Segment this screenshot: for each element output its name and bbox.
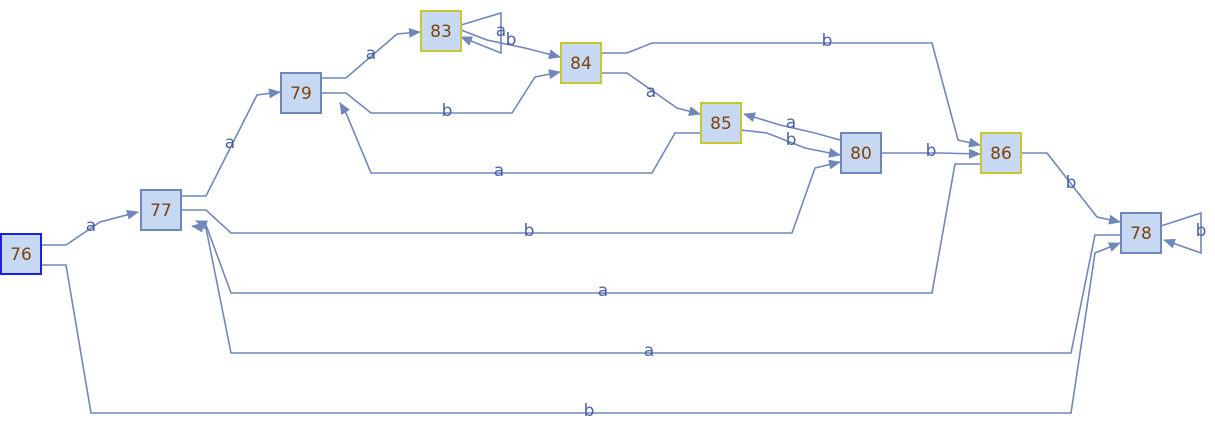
state-label-80: 80 <box>850 144 872 164</box>
edge-label-77-to-80: b <box>524 221 535 241</box>
edge-76-to-78 <box>41 242 1121 414</box>
state-box-79 <box>280 72 322 114</box>
state-node-86: 86 <box>980 132 1022 174</box>
state-box-76 <box>0 233 42 275</box>
state-label-79: 79 <box>290 84 312 104</box>
state-box-84 <box>560 42 602 84</box>
edge-label-83-to-83: a <box>496 21 506 41</box>
state-box-86 <box>980 132 1022 174</box>
edge-85-to-80 <box>740 129 841 158</box>
edge-77-to-79 <box>181 88 281 197</box>
state-node-85: 85 <box>700 102 742 144</box>
state-node-84: 84 <box>560 42 602 84</box>
state-node-77: 77 <box>140 189 182 231</box>
edge-78-to-78 <box>1160 211 1202 255</box>
state-label-77: 77 <box>150 201 172 221</box>
edge-label-86-to-78: b <box>1066 173 1077 193</box>
edge-86-to-78 <box>1021 152 1121 225</box>
state-label-76: 76 <box>10 245 32 265</box>
edge-label-76-to-78: b <box>584 401 595 421</box>
edge-80-to-86 <box>881 148 981 159</box>
edge-76-to-77 <box>41 209 139 246</box>
edge-77-to-80 <box>181 159 841 234</box>
edge-84-to-86 <box>601 42 981 148</box>
state-label-85: 85 <box>710 114 732 134</box>
state-box-78 <box>1120 212 1162 254</box>
edge-86-to-77 <box>195 163 980 294</box>
edge-label-79-to-83: a <box>366 44 376 64</box>
state-node-76: 76 <box>0 233 42 275</box>
edge-78-to-77 <box>191 222 1120 354</box>
state-label-84: 84 <box>570 54 592 74</box>
edge-79-to-84 <box>321 69 561 114</box>
edge-label-85-to-80: b <box>786 130 797 150</box>
edge-label-79-to-84: b <box>442 101 453 121</box>
edge-79-to-83 <box>321 27 421 79</box>
edge-label-80-to-86: b <box>926 141 937 161</box>
state-label-78: 78 <box>1130 224 1152 244</box>
edge-80-to-85 <box>743 112 841 141</box>
edge-84-to-85 <box>601 72 701 117</box>
state-node-83: 83 <box>420 10 462 52</box>
state-node-78: 78 <box>1120 212 1162 254</box>
edge-label-78-to-78: b <box>1196 221 1207 241</box>
edge-label-80-to-85: a <box>786 113 796 133</box>
state-label-86: 86 <box>990 144 1012 164</box>
edges-layer <box>41 11 1202 414</box>
edge-label-84-to-86: b <box>822 31 833 51</box>
state-label-83: 83 <box>430 22 452 42</box>
state-box-77 <box>140 189 182 231</box>
state-box-85 <box>700 102 742 144</box>
nodes-layer: 76 77 79 83 84 85 80 86 78 <box>0 10 1162 275</box>
edge-label-76-to-77: a <box>86 216 96 236</box>
edge-label-77-to-79: a <box>225 133 235 153</box>
edge-83-to-83 <box>460 11 502 55</box>
state-node-80: 80 <box>840 132 882 174</box>
edge-83-to-84 <box>460 29 561 60</box>
edge-label-86-to-77: a <box>598 281 608 301</box>
edge-85-to-79 <box>339 102 700 174</box>
edge-label-84-to-85: a <box>646 82 656 102</box>
state-box-80 <box>840 132 882 174</box>
edge-label-85-to-79: a <box>494 161 504 181</box>
state-node-79: 79 <box>280 72 322 114</box>
edge-label-83-to-84: b <box>506 30 517 50</box>
state-box-83 <box>420 10 462 52</box>
edge-label-78-to-77: a <box>644 341 654 361</box>
